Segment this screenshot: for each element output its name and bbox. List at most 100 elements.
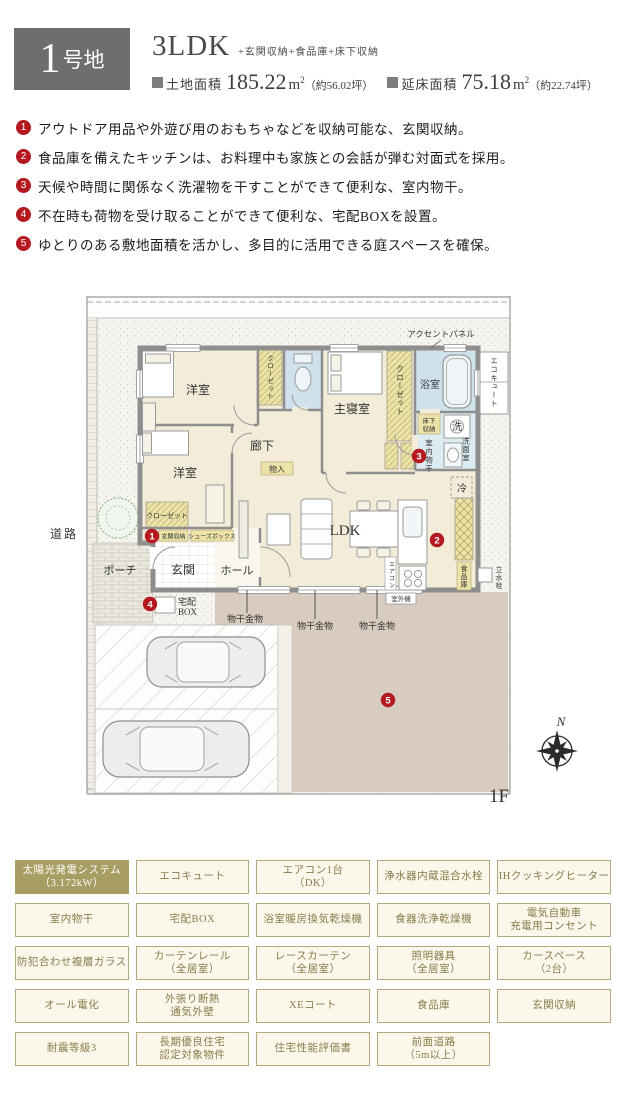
- genkan-storage-label: 玄関収納: [161, 533, 185, 541]
- outdoor-unit-label: 室外機: [391, 594, 411, 603]
- tag-delivery-box: 宅配BOX: [135, 903, 250, 937]
- underfloor-storage-label: 床下: [423, 416, 437, 425]
- porch-paving: [92, 542, 154, 624]
- header-info: 3LDK +玄関収納+食品庫+床下収納 土地面積 185.22 m2 （約56.…: [152, 30, 612, 95]
- lot-number-suffix: 号地: [62, 48, 105, 72]
- closet-room1: [256, 348, 283, 406]
- storage-label: 物入: [269, 464, 285, 474]
- feature-list: 1 アウトドア用品や外遊び用のおもちゃなどを収納可能な、玄関収納。 2 食品庫を…: [16, 113, 608, 258]
- plan-extras: +玄関収納+食品庫+床下収納: [238, 47, 380, 58]
- tag-solar-system: 太陽光発電システム （3.172kW）: [15, 860, 129, 894]
- fridge-label: 冷: [457, 482, 467, 495]
- tag-performance-report: 住宅性能評価書: [256, 1032, 370, 1066]
- tag-long-term-housing: 長期優良住宅 認定対象物件: [135, 1032, 250, 1066]
- feature-item-3: 3 天候や時間に関係なく洗濯物を干すことができて便利な、室内物干。: [16, 171, 608, 200]
- stepping-path: [277, 624, 293, 794]
- closet1-label: クローゼット: [266, 355, 274, 400]
- feature-number-badge: 3: [16, 178, 31, 193]
- ldk-label: LDK: [330, 523, 361, 539]
- drying-hardware-label: 物干金物: [227, 613, 263, 624]
- drying-hardware-label: 物干金物: [297, 620, 333, 631]
- tag-seismic-grade: 耐震等級3: [15, 1032, 129, 1066]
- feature-item-2: 2 食品庫を備えたキッチンは、お料理中も家族との会話が弾む対面式を採用。: [16, 142, 608, 171]
- shoes-box-label: シューズボックス: [188, 533, 236, 541]
- corridor-label: 廊下: [250, 438, 274, 453]
- floor-plan-svg: 道路 アクセントパネル 洋室 洋室 主寝室 廊下 物入 浴室 洗 床下 収納 冷…: [50, 296, 578, 807]
- pantry: [454, 497, 474, 561]
- tag-car-space: カースペース （2台）: [497, 946, 611, 980]
- tag-all-electric: オール電化: [15, 989, 129, 1023]
- closet-master-label: クローゼット: [395, 365, 404, 416]
- tag-security-glass: 防犯合わせ複層ガラス: [15, 946, 129, 980]
- lot-number-badge: 1 号地: [14, 28, 130, 90]
- hall-label: ホール: [221, 564, 254, 577]
- tag-aircon: エアコン1台 （DK）: [256, 860, 370, 894]
- underfloor-storage-label2: 収納: [423, 424, 436, 433]
- tag-lace-curtain: レースカーテン （全居室）: [256, 946, 370, 980]
- tag-genkan-storage: 玄関収納: [497, 989, 611, 1023]
- furniture: [142, 350, 509, 619]
- floor-label: 1F: [489, 786, 509, 807]
- land-area-square-icon: [152, 76, 163, 88]
- bath-label: 浴室: [420, 378, 440, 391]
- north-label: N: [556, 714, 567, 729]
- tag-indoor-drying: 室内物干: [15, 903, 129, 937]
- drying-hardware-label: 物干金物: [359, 620, 395, 631]
- ecocute-label: エコキュート: [489, 357, 498, 408]
- tag-front-road: 前面道路 （5m以上）: [376, 1032, 491, 1066]
- compass-icon: N: [536, 714, 578, 772]
- plan-type: 3LDK: [152, 30, 231, 62]
- delivery-box-label2: BOX: [178, 607, 198, 617]
- closet-entrance-label: クローゼット: [146, 511, 188, 520]
- tag-insulation: 外張り断熱 通気外壁: [135, 989, 250, 1023]
- equipment-tag-grid: 太陽光発電システム （3.172kW） エコキュート エアコン1台 （DK） 浄…: [15, 860, 611, 1066]
- floor-area-value: 75.18: [461, 69, 511, 94]
- svg-text:1: 1: [149, 532, 155, 543]
- tag-water-purifier: 浄水器内蔵混合水栓: [376, 860, 491, 894]
- tag-bath-dryer: 浴室暖房換気乾燥機: [256, 903, 370, 937]
- land-area-value: 185.22: [226, 69, 287, 94]
- site-features: [92, 497, 508, 794]
- land-area-tsubo: （約56.02坪）: [304, 80, 374, 92]
- marker-5: 5: [380, 692, 396, 708]
- floor-area-tsubo: （約22.74坪）: [529, 80, 598, 92]
- indoor-drying-label: 室内物干: [424, 438, 433, 474]
- feature-item-1: 1 アウトドア用品や外遊び用のおもちゃなどを収納可能な、玄関収納。: [16, 113, 608, 142]
- pantry-label: 食品庫: [460, 564, 468, 589]
- floor-area-square-icon: [387, 76, 399, 88]
- lot-number: 1: [39, 36, 61, 82]
- master-bedroom-label: 主寝室: [334, 401, 370, 416]
- marker-1: 1: [144, 528, 160, 544]
- building: [136, 344, 509, 619]
- feature-number-badge: 4: [16, 207, 31, 222]
- tag-ecocute: エコキュート: [135, 860, 250, 894]
- land-area-unit: m2: [288, 75, 305, 93]
- svg-text:5: 5: [385, 696, 391, 707]
- wash-label: 洗: [452, 421, 462, 433]
- feature-item-4: 4 不在時も荷物を受け取ることができて便利な、宅配BOXを設置。: [16, 200, 608, 229]
- land-area-label: 土地面積: [166, 77, 223, 92]
- delivery-box-label1: 宅配: [178, 596, 196, 607]
- closet-master: [386, 350, 413, 442]
- aircon-label: エアコン: [388, 561, 395, 589]
- marker-3: 3: [411, 448, 427, 464]
- accent-panel-label: アクセントパネル: [407, 329, 475, 339]
- feature-number-badge: 1: [16, 120, 31, 135]
- tag-pantry: 食品庫: [376, 989, 491, 1023]
- faucet-label: 立水栓: [495, 565, 503, 590]
- accent-panel-pointer: [430, 339, 442, 349]
- closet-entrance: [145, 501, 189, 529]
- label-chips: [158, 413, 472, 591]
- tag-ev-outlet: 電気自動車 充電用コンセント: [497, 903, 611, 937]
- svg-text:3: 3: [416, 452, 421, 463]
- tag-dishwasher: 食器洗浄乾燥機: [376, 903, 491, 937]
- marker-4: 4: [142, 596, 158, 612]
- feature-number-badge: 2: [16, 149, 31, 164]
- svg-text:4: 4: [147, 600, 153, 611]
- marker-2: 2: [429, 532, 445, 548]
- feature-number-badge: 5: [16, 236, 31, 251]
- tag-xe-coat: XEコート: [256, 989, 370, 1023]
- area-row: 土地面積 185.22 m2 （約56.02坪） 延床面積 75.18 m2 （…: [152, 69, 612, 95]
- washroom-label: 洗面室: [461, 436, 470, 463]
